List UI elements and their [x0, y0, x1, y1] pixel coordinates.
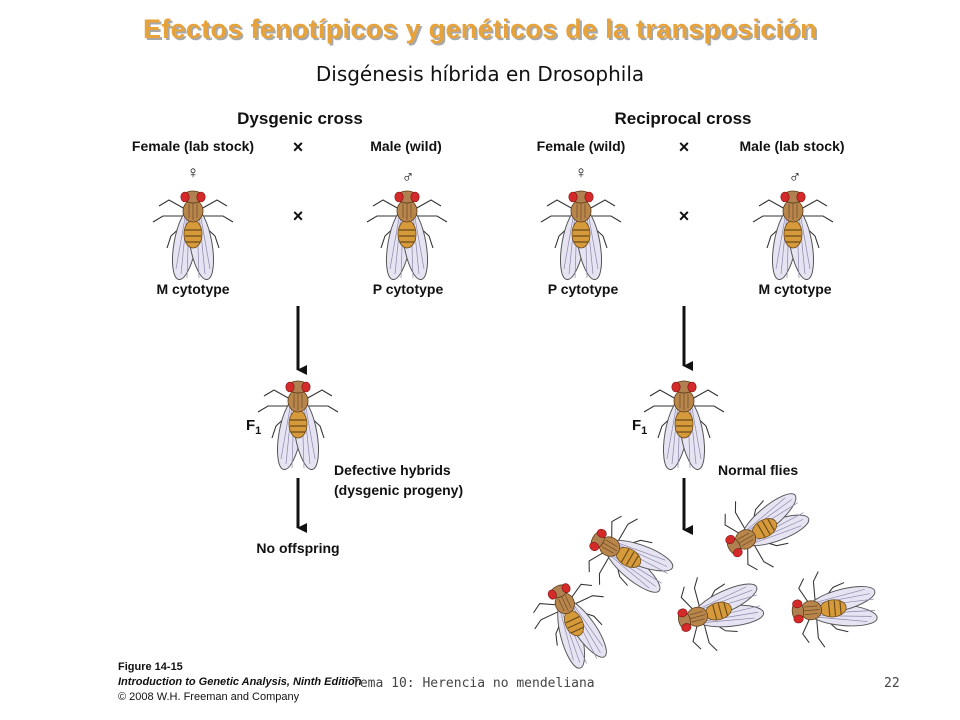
figure-caption: Figure 14-15 Introduction to Genetic Ana… [118, 660, 361, 705]
fly-icon [752, 190, 834, 282]
fly-icon [257, 380, 339, 472]
left-male-label: Male (wild) [370, 138, 442, 154]
reciprocal-cross-heading: Reciprocal cross [614, 109, 751, 128]
right-female-cytotype: P cytotype [548, 281, 619, 297]
slide-title: Efectos fenotípicos y genéticos de la tr… [143, 14, 817, 44]
book-title: Introduction to Genetic Analysis, Ninth … [118, 676, 362, 688]
dysgenic-cross-heading: Dysgenic cross [237, 109, 363, 128]
male-symbol: ♂ [789, 167, 802, 186]
fly-icon [521, 569, 629, 681]
normal-flies-label: Normal flies [718, 462, 798, 478]
right-cross-symbol-top: × [679, 137, 690, 157]
right-cross-symbol-mid: × [679, 206, 690, 226]
female-symbol: ♀ [575, 163, 588, 182]
fly-icon [788, 565, 882, 651]
no-offspring-label: No offspring [256, 540, 339, 556]
left-cross-symbol-top: × [293, 137, 304, 157]
left-f1-label: F1 [246, 417, 261, 437]
figure-number: Figure 14-15 [118, 661, 183, 673]
fly-icon [643, 380, 725, 472]
right-f1-label: F1 [632, 417, 647, 437]
male-symbol: ♂ [402, 167, 415, 186]
copyright: © 2008 W.H. Freeman and Company [118, 691, 300, 703]
right-female-label: Female (wild) [537, 138, 626, 154]
fly-icon [540, 190, 622, 282]
left-cross-symbol-mid: × [293, 206, 304, 226]
left-female-cytotype: M cytotype [156, 281, 229, 297]
female-symbol: ♀ [187, 163, 200, 182]
left-male-cytotype: P cytotype [373, 281, 444, 297]
fly-icon [366, 190, 448, 282]
slide-subtitle: Disgénesis híbrida en Drosophila [315, 62, 645, 86]
right-male-label: Male (lab stock) [739, 138, 844, 154]
footer-course: Tema 10: Herencia no mendeliana [352, 676, 595, 691]
left-result-line2: (dysgenic progeny) [334, 482, 463, 498]
right-male-cytotype: M cytotype [758, 281, 831, 297]
fly-icon [152, 190, 234, 282]
fly-icon [668, 562, 773, 659]
fly-icon [709, 472, 823, 583]
page-number: 22 [884, 676, 900, 691]
left-result-line1: Defective hybrids [334, 462, 451, 478]
left-female-label: Female (lab stock) [132, 138, 254, 154]
